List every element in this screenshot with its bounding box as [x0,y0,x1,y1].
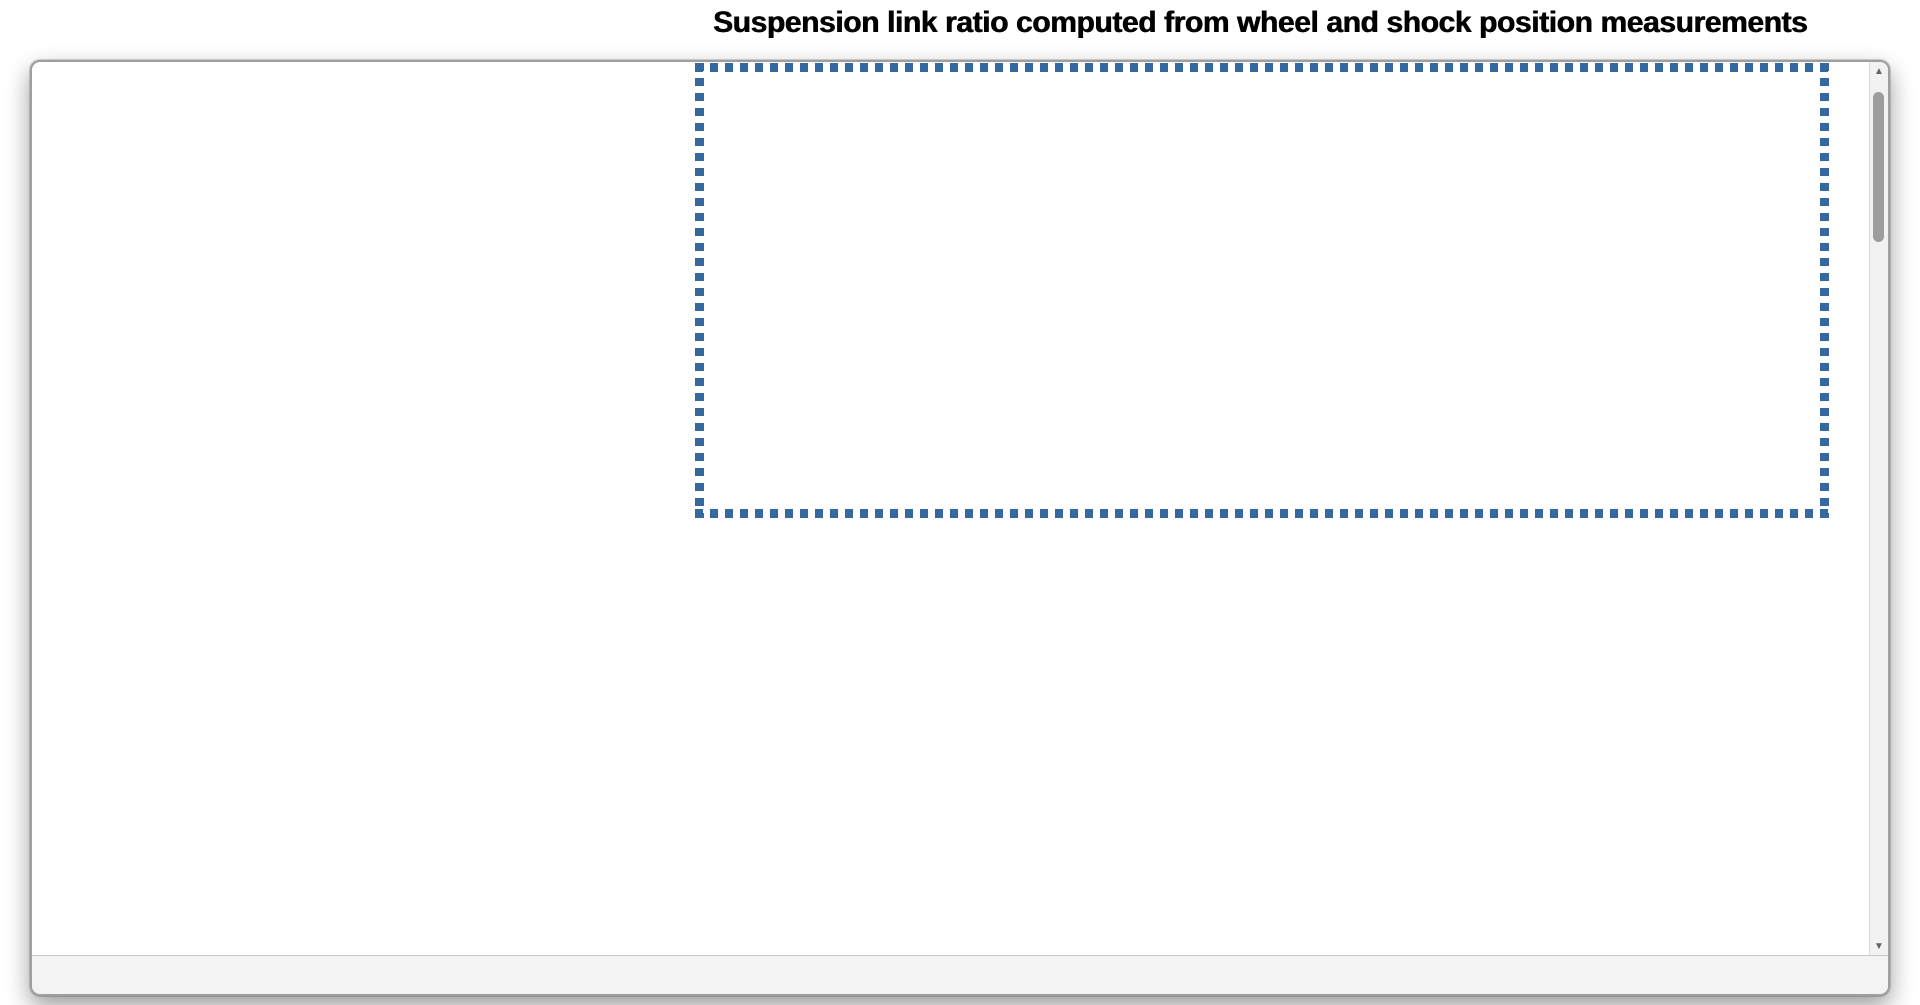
selection-border-right [1820,63,1829,518]
sheet-tab-bar [32,955,1888,994]
chart-stroke-zeta[interactable] [1424,550,1858,910]
chart-wheel-bump[interactable] [87,550,535,910]
vertical-scroll-thumb[interactable] [1873,92,1884,242]
selection-border-left [695,63,704,518]
vertical-scrollbar[interactable]: ▲ ▼ [1869,62,1888,956]
scroll-down-icon[interactable]: ▼ [1874,941,1884,952]
chart-shock-shaft[interactable] [532,550,980,910]
scroll-up-icon[interactable]: ▲ [1874,66,1884,77]
selection-border-bottom [695,509,1829,518]
page-title: Suspension link ratio computed from whee… [712,6,1808,39]
chart-shock-position[interactable] [974,112,1370,424]
selection-border-top [695,63,1829,72]
chart-link-ratio[interactable] [1410,112,1806,424]
chart-wheel-bottoming[interactable] [977,550,1425,910]
spreadsheet-window: ▲ ▼ [30,60,1890,996]
